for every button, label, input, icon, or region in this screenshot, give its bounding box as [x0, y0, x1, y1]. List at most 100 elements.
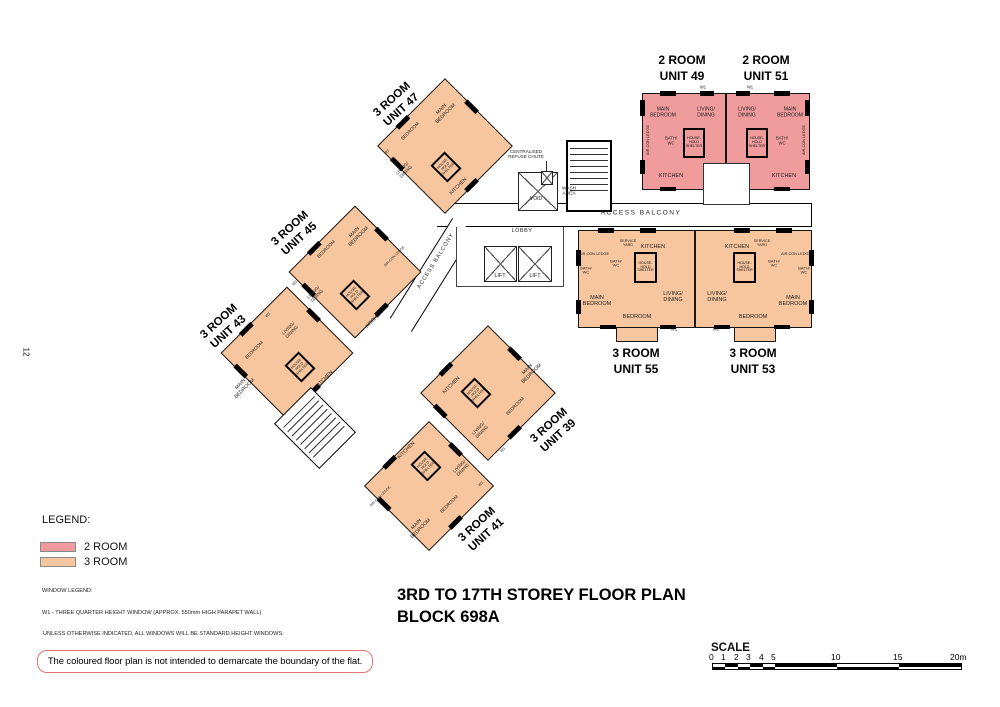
wall-segment	[640, 100, 645, 116]
wall-segment	[714, 325, 730, 329]
legend-label-2room: 2 ROOM	[84, 541, 128, 553]
wall-segment	[374, 226, 389, 242]
room-label-living-dining: LIVING/ DINING	[697, 106, 715, 118]
page-number: 12	[21, 347, 31, 357]
room-label-household-shelter: HOUSE- HOLD SHELTER	[345, 285, 365, 305]
scale-bar-segment	[837, 666, 899, 669]
wall-segment	[736, 91, 750, 96]
room-label-main-bedroom: MAIN BEDROOM	[233, 377, 256, 400]
wall-segment	[774, 91, 790, 96]
wall-segment	[448, 442, 463, 458]
household-shelter-box: HOUSE- HOLD SHELTER	[683, 128, 705, 158]
stair-treads	[570, 148, 608, 192]
refuse-chute-label: CENTRALISED REFUSE CHUTE	[508, 148, 544, 159]
scale-bar-segment	[713, 666, 726, 669]
wall-segment	[600, 325, 616, 329]
lift-label: LIFT	[494, 272, 506, 279]
room-label-household-shelter: HOUSE- HOLD SHELTER	[436, 157, 456, 177]
scale-bar-segment	[775, 664, 837, 667]
window-marker-w1: W1	[670, 326, 678, 332]
room-label-aircon-ledge: AIR-CON LEDGE	[646, 125, 650, 155]
plan-title-line2: BLOCK 698A	[397, 608, 500, 626]
scale-tick: 10	[831, 652, 841, 662]
wall-segment	[464, 99, 479, 115]
scale-bar	[712, 663, 962, 670]
unit-51-footprint	[726, 93, 810, 190]
room-label-kitchen: KITCHEN	[771, 172, 797, 179]
wall-segment	[640, 228, 656, 233]
wall-segment	[576, 300, 581, 314]
wash-area-label: WASH AREA	[561, 186, 577, 197]
lift-label: LIFT	[529, 272, 541, 279]
access-balcony-corridor	[437, 203, 812, 227]
room-label-household-shelter: HOUSE- HOLD SHELTER	[736, 260, 753, 273]
wall-segment	[438, 361, 454, 377]
room-label-living-dining: LIVING/ DINING	[663, 290, 683, 303]
window-legend-w1-line: W1 - THREE QUARTER HEIGHT WINDOW (APPROX…	[42, 610, 262, 616]
unit-55-title: 3 ROOM UNIT 55	[612, 346, 660, 376]
room-label-bath-wc: BATH/ WC	[775, 135, 789, 145]
room-label-main-bedroom: MAIN BEDROOM	[582, 294, 612, 307]
legend-label-3room: 3 ROOM	[84, 556, 128, 568]
room-label-household-shelter: HOUSE- HOLD SHELTER	[685, 136, 703, 148]
scale-bar-segment	[750, 664, 763, 667]
void-label: VOID	[529, 196, 543, 203]
wall-segment	[432, 403, 448, 419]
wall-segment	[598, 228, 614, 233]
wall-segment	[774, 325, 790, 329]
wall-segment	[576, 250, 581, 266]
scale-heading: SCALE	[711, 642, 750, 654]
scale-tick: 3	[746, 652, 751, 662]
room-label-kitchen: KITCHEN	[658, 172, 684, 179]
stair-treads	[283, 396, 347, 460]
scale-tick: 1	[721, 652, 726, 662]
room-label-kitchen: KITCHEN	[640, 243, 666, 250]
room-label-bedroom: BEDROOM	[738, 313, 768, 320]
scale-tick: 4	[759, 652, 764, 662]
legend-heading: LEGEND:	[42, 514, 91, 526]
legend-swatch-2room	[40, 542, 76, 552]
window-marker-w1: W1	[499, 446, 507, 454]
room-label-household-shelter: HOUSE- HOLD SHELTER	[748, 136, 766, 148]
window-legend-std-line: UNLESS OTHERWISE INDICATED, ALL WINDOWS …	[43, 631, 284, 637]
window-marker-w1: W1	[712, 326, 720, 332]
room-label-bath-wc: BATH/ WC	[768, 258, 780, 268]
room-label-service-yard: SERVICE YARD	[619, 238, 637, 247]
room-label-bath-wc: BATH/ WC	[664, 135, 678, 145]
lift-shaft-2	[518, 246, 552, 282]
access-balcony-label: ACCESS BALCONY	[600, 209, 682, 217]
room-label-service-yard: SERVICE YARD	[753, 238, 771, 247]
room-label-bath-wc: BATH/ WC	[610, 258, 622, 268]
room-label-bedroom: BEDROOM	[622, 313, 652, 320]
staircase-top	[566, 140, 612, 212]
room-label-bath-wc: BATH/ WC	[580, 265, 592, 275]
room-label-aircon-ledge: AIR-CON LEDGE	[781, 251, 811, 256]
scale-bar-segment	[725, 664, 738, 667]
window-marker-w1: W1	[699, 84, 707, 90]
unit-51-title: 2 ROOM UNIT 51	[742, 53, 790, 83]
household-shelter-box: HOUSE- HOLD SHELTER	[746, 128, 768, 158]
wall-segment	[306, 307, 321, 323]
wall-segment	[809, 300, 814, 314]
room-label-living-dining: LIVING/ DINING	[738, 106, 756, 118]
unit-53-bedroom-bay	[734, 327, 776, 342]
refuse-chute-box	[541, 171, 553, 185]
wall-segment	[734, 228, 750, 233]
wall-segment	[774, 187, 790, 191]
scale-tick: 2	[734, 652, 739, 662]
legend-swatch-3room	[40, 557, 76, 567]
room-label-aircon-ledge: AIR-CON LEDGE	[802, 125, 806, 155]
household-shelter-box: HOUSE- HOLD SHELTER	[733, 252, 756, 283]
lobby-label: LOBBY	[511, 227, 533, 234]
refuse-chute-leader-line	[546, 161, 547, 172]
scale-tick: 5	[771, 652, 776, 662]
wall-segment	[660, 325, 676, 329]
entry-recess	[703, 163, 750, 205]
wall-segment	[776, 228, 792, 233]
scale-bar-segment	[737, 666, 751, 669]
scale-bar-segment	[762, 666, 775, 669]
scale-tick: 15	[893, 652, 903, 662]
room-label-household-shelter: HOUSE- HOLD SHELTER	[290, 357, 310, 377]
unit-55-footprint	[578, 230, 695, 328]
